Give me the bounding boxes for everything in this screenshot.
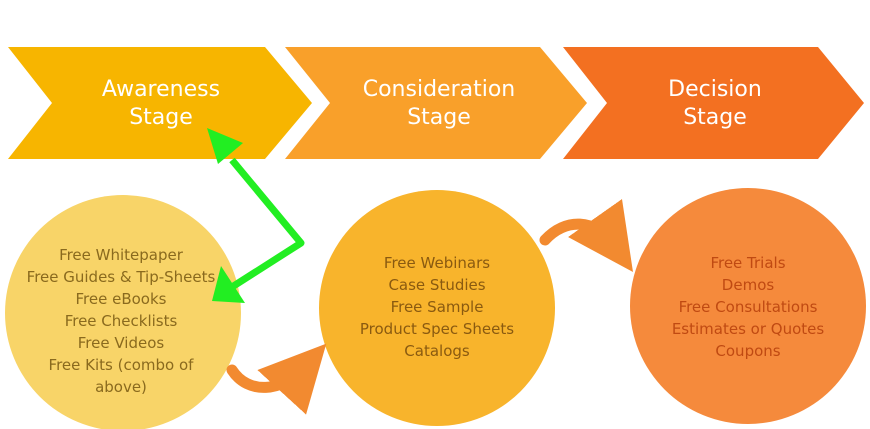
svg-text:Stage: Stage bbox=[129, 105, 193, 130]
consideration-item: Catalogs bbox=[404, 342, 470, 360]
stage-decision-chevron bbox=[563, 47, 864, 159]
decision-item: Estimates or Quotes bbox=[672, 320, 825, 338]
circle-awareness-shape bbox=[5, 195, 241, 429]
svg-text:Free eBooks: Free eBooks bbox=[76, 290, 167, 308]
consideration-item: Free Webinars bbox=[384, 254, 490, 272]
annotation-arrowhead-top bbox=[207, 128, 243, 164]
awareness-item: above) bbox=[95, 378, 147, 396]
awareness-item: Free Kits (combo of bbox=[49, 356, 195, 374]
stage-decision-label-line2: Stage bbox=[683, 105, 747, 130]
svg-text:Free Webinars: Free Webinars bbox=[384, 254, 490, 272]
svg-text:Free Consultations: Free Consultations bbox=[679, 298, 818, 316]
svg-text:Free Sample: Free Sample bbox=[391, 298, 484, 316]
svg-text:Catalogs: Catalogs bbox=[404, 342, 470, 360]
consideration-item: Case Studies bbox=[388, 276, 485, 294]
stage-decision: Decision Stage bbox=[563, 47, 864, 159]
annotation-double-arrow bbox=[207, 128, 305, 303]
circle-awareness: Free Whitepaper Free Guides & Tip-Sheets… bbox=[5, 195, 241, 429]
stage-consideration-label-line1: Consideration bbox=[363, 77, 516, 102]
awareness-item: Free eBooks bbox=[76, 290, 167, 308]
stage-consideration-chevron bbox=[285, 47, 587, 159]
decision-item: Free Trials bbox=[710, 254, 785, 272]
svg-text:Stage: Stage bbox=[407, 105, 471, 130]
circle-consideration: Free Webinars Case Studies Free Sample P… bbox=[319, 190, 555, 426]
circle-decision: Free Trials Demos Free Consultations Est… bbox=[630, 188, 866, 424]
svg-text:Estimates or Quotes: Estimates or Quotes bbox=[672, 320, 825, 338]
svg-text:Case Studies: Case Studies bbox=[388, 276, 485, 294]
svg-text:Consideration: Consideration bbox=[363, 77, 516, 102]
decision-item: Demos bbox=[722, 276, 775, 294]
decision-item: Free Consultations bbox=[679, 298, 818, 316]
svg-text:Awareness: Awareness bbox=[102, 77, 220, 102]
stage-awareness-label-line1: Awareness bbox=[102, 77, 220, 102]
circle-decision-shape bbox=[630, 188, 866, 424]
svg-text:Free Whitepaper: Free Whitepaper bbox=[59, 246, 184, 264]
decision-item: Coupons bbox=[715, 342, 780, 360]
stage-awareness-chevron bbox=[8, 47, 312, 159]
awareness-item: Free Whitepaper bbox=[59, 246, 184, 264]
stage-consideration-label-line2: Stage bbox=[407, 105, 471, 130]
stage-awareness-label-line2: Stage bbox=[129, 105, 193, 130]
svg-text:Free Checklists: Free Checklists bbox=[65, 312, 178, 330]
consideration-item: Free Sample bbox=[391, 298, 484, 316]
stage-awareness: Awareness Stage bbox=[8, 47, 312, 159]
stage-decision-label-line1: Decision bbox=[668, 77, 762, 102]
connector-arrow-2 bbox=[539, 199, 634, 272]
svg-text:Stage: Stage bbox=[683, 105, 747, 130]
annotation-arrow-line bbox=[229, 157, 305, 290]
svg-text:Coupons: Coupons bbox=[715, 342, 780, 360]
connector-arrows bbox=[226, 199, 634, 415]
consideration-item: Product Spec Sheets bbox=[360, 320, 514, 338]
awareness-item: Free Guides & Tip-Sheets bbox=[27, 268, 216, 286]
svg-text:Free Kits (combo of: Free Kits (combo of bbox=[49, 356, 195, 374]
svg-text:Decision: Decision bbox=[668, 77, 762, 102]
awareness-item: Free Videos bbox=[78, 334, 165, 352]
annotation-arrowhead-bottom bbox=[212, 266, 245, 303]
svg-text:Product Spec Sheets: Product Spec Sheets bbox=[360, 320, 514, 338]
circle-consideration-shape bbox=[319, 190, 555, 426]
stage-consideration: Consideration Stage bbox=[285, 47, 587, 159]
connector-arrow-1 bbox=[226, 343, 327, 415]
awareness-item: Free Checklists bbox=[65, 312, 178, 330]
svg-text:Free Trials: Free Trials bbox=[710, 254, 785, 272]
svg-text:Free Guides & Tip-Sheets: Free Guides & Tip-Sheets bbox=[27, 268, 216, 286]
svg-text:above): above) bbox=[95, 378, 147, 396]
svg-text:Demos: Demos bbox=[722, 276, 775, 294]
svg-text:Free Videos: Free Videos bbox=[78, 334, 165, 352]
